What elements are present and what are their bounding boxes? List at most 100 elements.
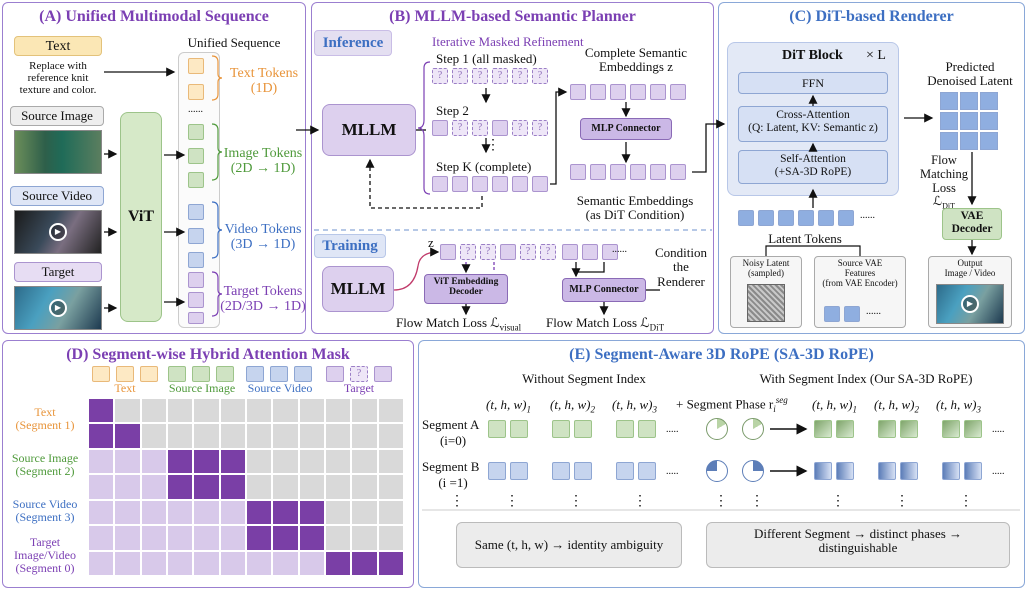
panel-d [2,340,414,588]
mask-cell [88,525,115,551]
dit-block-label: DiT Block [782,48,843,63]
vdots: ⋮ [505,494,519,509]
latent-cell [980,132,998,150]
text-token [188,84,204,100]
mask-cell [114,474,141,500]
stepk-label: Step K (complete) [436,159,532,174]
complete-semantic-label: Complete Semantic Embeddings z [584,45,688,75]
training-ellipsis: ...... [612,244,627,255]
thw1-label: (t, h, w)1 [486,397,531,415]
without-label: Without Segment Index [522,371,646,386]
mask-cell [140,550,167,576]
iterative-label: Iterative Masked Refinement [432,34,584,49]
target-token [188,272,204,288]
phased-token-a [900,420,918,438]
latent-token [818,210,834,226]
segment-b-index: (i =1) [438,475,468,490]
training-label-box [314,234,386,258]
target-label: Target [41,264,75,279]
row-source-video-label: Source Video (Segment 3) [12,497,78,525]
semantic-embeddings-label: Semantic Embeddings (as DiT Condition) [576,193,694,223]
vdots: ⋮ [569,494,583,509]
text-tokens-label: Text Tokens (1D) [229,66,299,97]
header-text-token [92,366,110,382]
mask-cell [114,525,141,551]
target-token [188,292,204,308]
cross-attention-label: Cross-Attention (Q: Latent, KV: Semantic… [748,109,878,134]
phase-pie-icon [706,460,728,482]
segment-a-token [488,420,506,438]
segment-a-token [616,420,634,438]
latent-cell [940,132,958,150]
row-source-image-label: Source Image (Segment 2) [11,451,79,479]
phased-b-dots: ..... [992,466,1005,477]
noise-image [747,284,785,322]
training-label: Training [322,238,378,254]
cross-attention-block [738,106,888,142]
target-label-box [14,262,102,282]
mask-cell [272,398,299,424]
vdots: ⋮ [450,494,464,509]
mask-cell [351,525,378,551]
mask-cell [167,448,194,475]
latent-cell [940,112,958,130]
mask-cell [325,423,352,449]
mask-cell [88,550,115,576]
flow-match-dit-label: Flow Match Loss ℒDiT [546,315,665,333]
latent-cell [960,132,978,150]
ffn-block [738,72,888,94]
mask-cell [351,550,378,576]
header-target: Target [343,381,375,395]
mask-cell [140,398,167,424]
mask-cell [114,448,141,475]
training-token [500,244,516,260]
latent-token [758,210,774,226]
source-image-label-box [10,106,104,126]
mask-cell [246,398,273,424]
video-token [188,228,204,244]
semantic-token [432,120,448,136]
header-video-token [246,366,264,382]
segment-phase-label: + Segment Phase riseg [676,395,788,414]
text-label-box [14,36,102,56]
segment-b-dots: ..... [666,466,679,477]
header-text-token [116,366,134,382]
vit-label: ViT [127,208,155,225]
source-vae-label: Source VAE Features (from VAE Encoder) [822,258,898,288]
mask-cell [88,499,115,526]
video-token [188,204,204,220]
mask-cell [272,525,299,551]
phase-pie-icon [706,418,728,440]
header-source-video: Source Video [247,381,313,395]
vae-feature-token [844,306,860,322]
mask-cell [351,448,378,475]
condition-token [590,164,606,180]
latent-token [778,210,794,226]
mask-cell [298,398,325,424]
target-token [188,312,204,324]
semantic-token [492,176,508,192]
vae-decoder-label: VAE Decoder [951,210,993,235]
image-tokens-label: Image Tokens (2D → 1D) [223,146,303,177]
mask-cell [351,398,378,424]
mask-cell [140,448,167,475]
complete-token [650,84,666,100]
condition-token [650,164,666,180]
complete-token [630,84,646,100]
mask-cell [377,448,404,475]
mask-cell [219,398,246,424]
semantic-token [532,176,548,192]
mask-cell [377,398,404,424]
mask-cell [167,525,194,551]
vdots: ⋮ [895,494,909,509]
masked-token: ? [460,244,476,260]
text-label: Text [45,39,71,54]
header-text-token [140,366,158,382]
mask-cell [114,423,141,449]
flow-match-visual-label: Flow Match Loss ℒvisual [396,315,522,333]
phased-token-a [964,420,982,438]
mask-cell [298,525,325,551]
mask-cell [193,550,220,576]
predicted-label: Predicted Denoised Latent [927,59,1013,89]
masked-token: ? [532,120,548,136]
